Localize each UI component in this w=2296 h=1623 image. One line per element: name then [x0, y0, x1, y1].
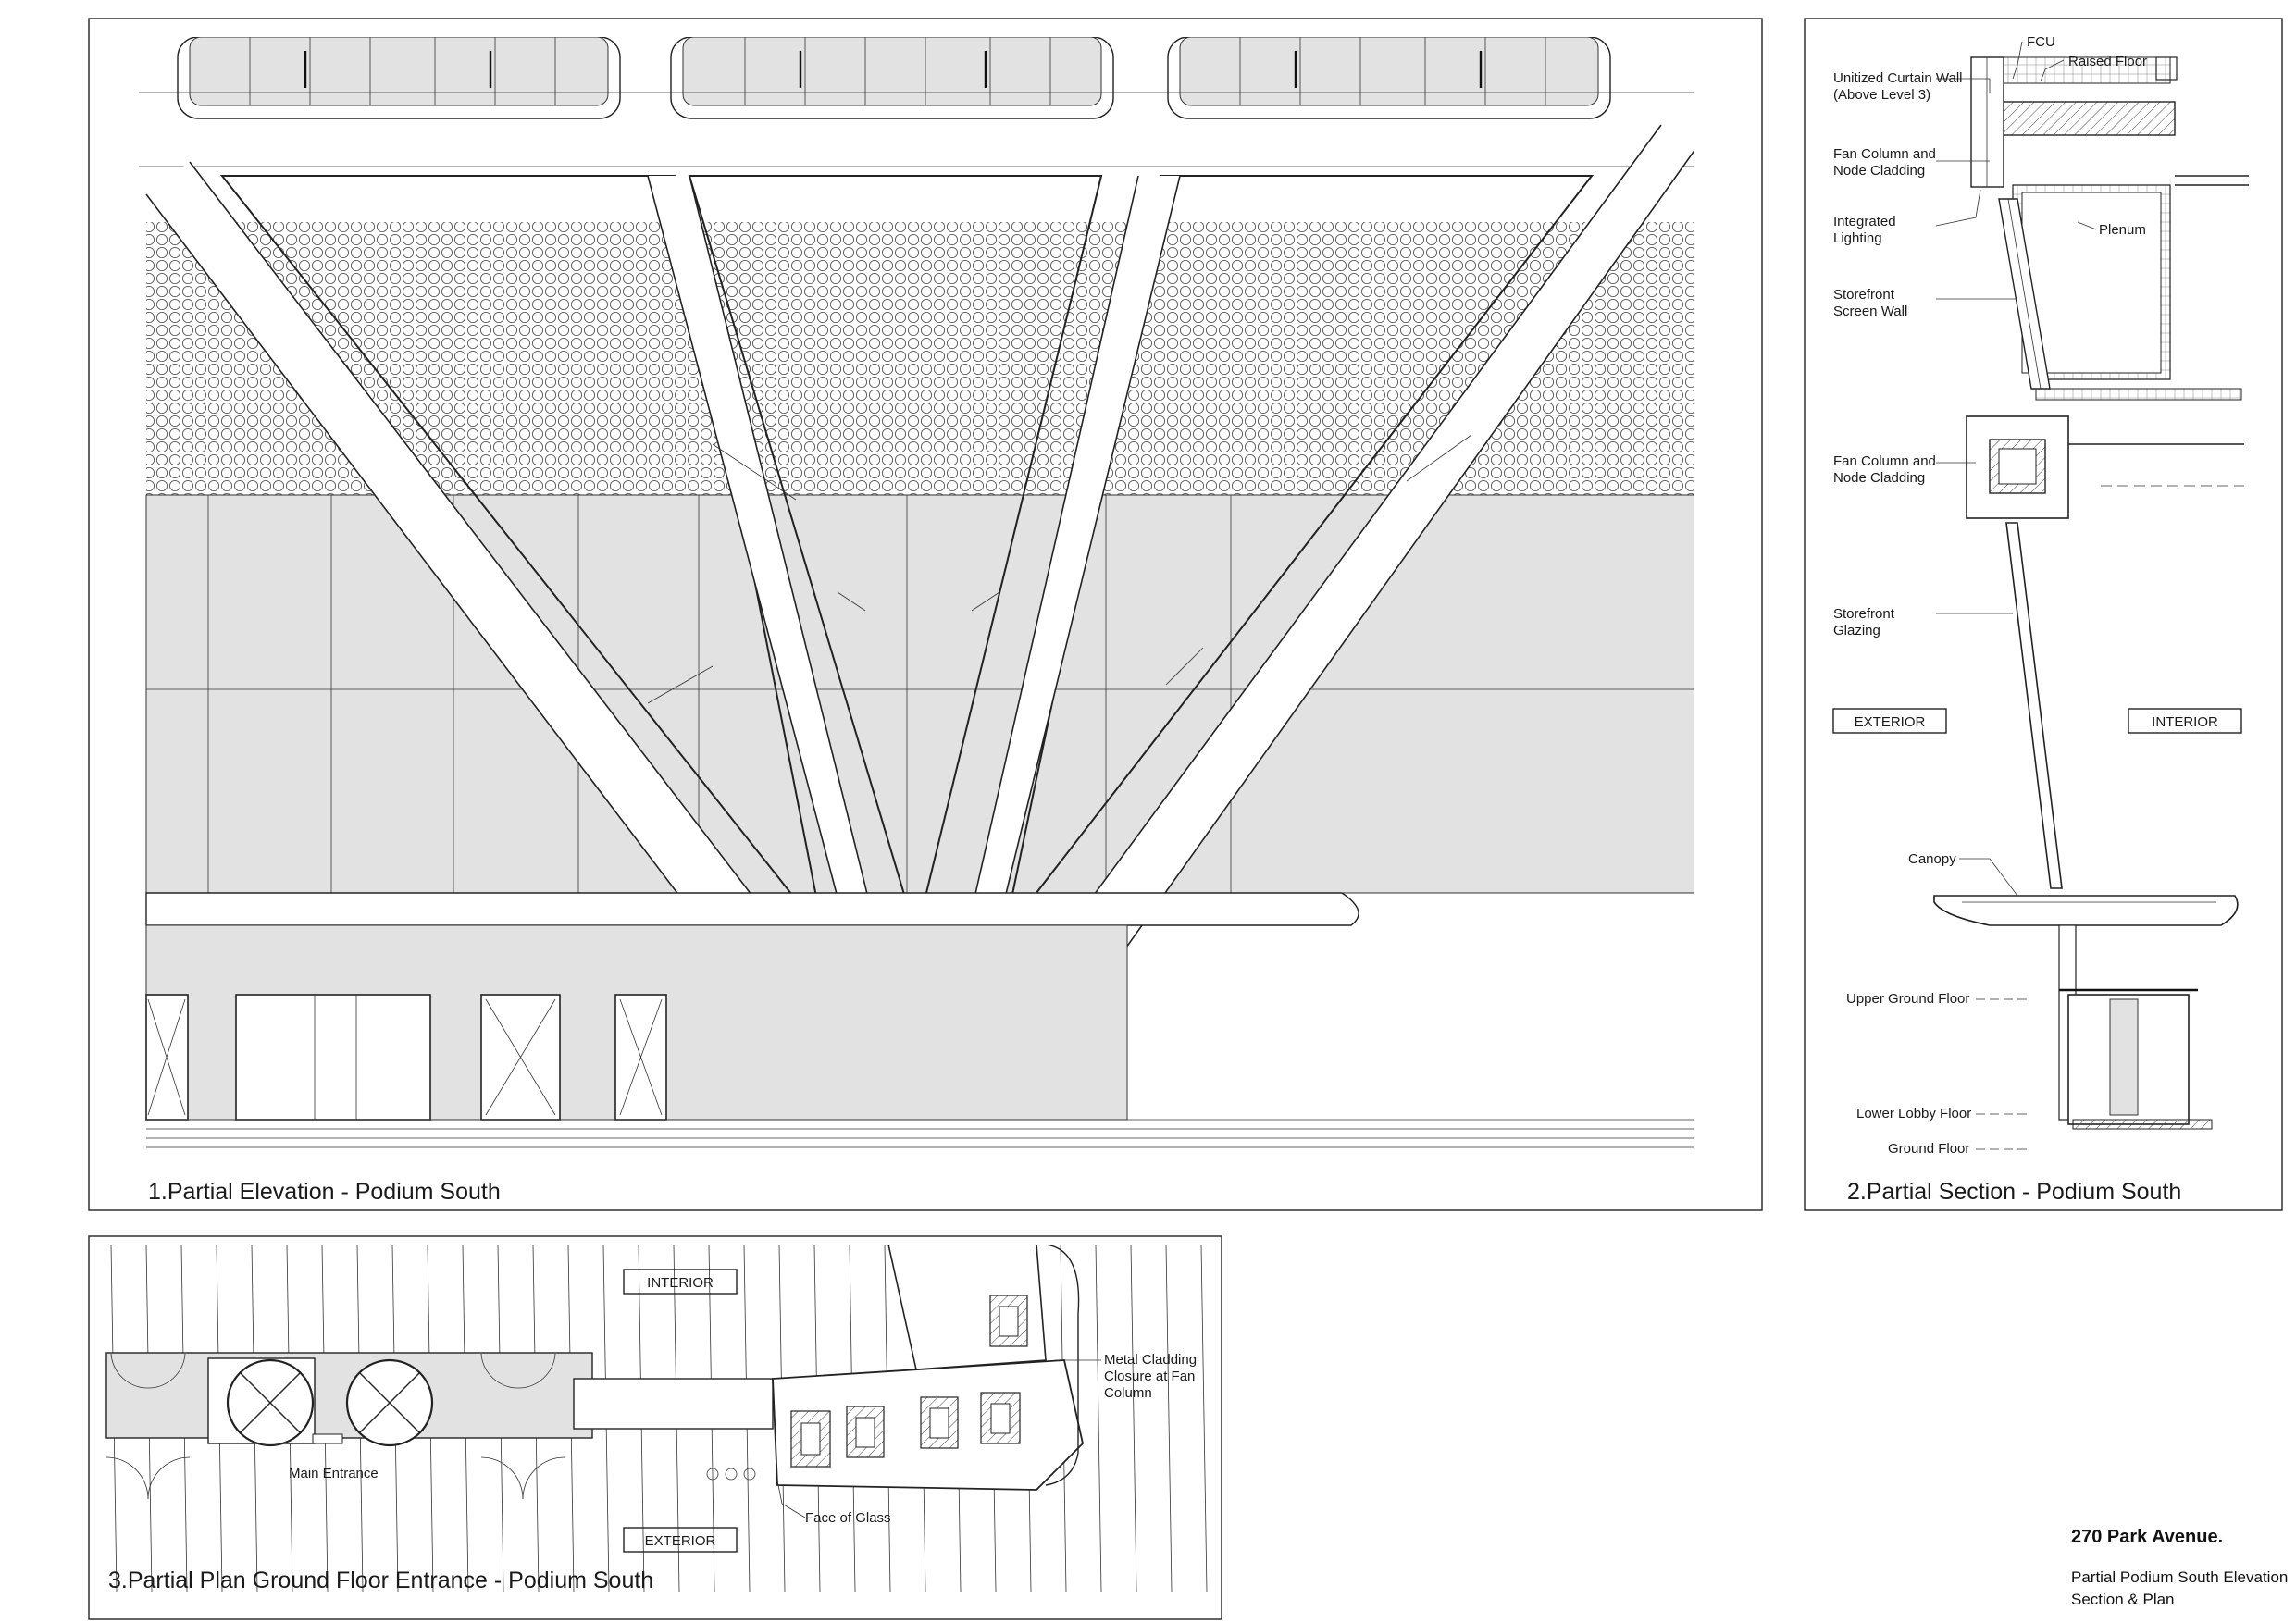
- label-fan-column-upper-line1: Fan Column and: [1833, 146, 1936, 162]
- elevation-panel: 1.Partial Elevation - Podium South: [88, 18, 1763, 1211]
- project-name: 270 Park Avenue.: [2071, 1527, 2223, 1547]
- label-fan-column-lower-line1: Fan Column and: [1833, 453, 1936, 469]
- elevation-title: 1.Partial Elevation - Podium South: [148, 1179, 501, 1205]
- section-frame: [1804, 18, 2283, 1211]
- label-storefront-glazing-line1: Storefront: [1833, 606, 1895, 622]
- label-storefront-glazing-line2: Glazing: [1833, 623, 1880, 638]
- section-title: 2.Partial Section - Podium South: [1847, 1179, 2181, 1205]
- label-upper-ground-floor: Upper Ground Floor: [1846, 991, 1969, 1007]
- elevation-frame: [88, 18, 1763, 1211]
- plan-title: 3.Partial Plan Ground Floor Entrance - P…: [108, 1567, 653, 1593]
- tag-exterior-text: EXTERIOR: [1855, 714, 1926, 730]
- label-integrated-line1: Integrated: [1833, 214, 1896, 229]
- plan-drawing: [105, 1245, 1208, 1592]
- label-fcu: FCU: [2027, 34, 2055, 50]
- label-fan-column-lower-line2: Node Cladding: [1833, 470, 1925, 486]
- label-plenum: Plenum: [2099, 222, 2146, 238]
- sheet-subtitle-line2: Section & Plan: [2071, 1591, 2175, 1608]
- curtain-wall-units: [139, 37, 1694, 167]
- title-block: 270 Park Avenue. Partial Podium South El…: [2071, 1527, 2288, 1608]
- section-panel: FCU Raised Floor Unitized Curtain Wall (…: [1804, 18, 2283, 1211]
- ground-steps: [146, 1119, 1694, 1148]
- label-metal-cladding-line2: Closure at Fan: [1104, 1369, 1195, 1384]
- label-storefront-screen-line2: Screen Wall: [1833, 304, 1907, 319]
- plan-panel: INTERIOR EXTERIOR Main Entrance Face of …: [88, 1235, 1222, 1620]
- label-raised-floor: Raised Floor: [2068, 54, 2147, 69]
- plan-tag-interior-text: INTERIOR: [647, 1275, 714, 1291]
- storefront-glazing: [145, 494, 1694, 894]
- fan-column-frame: [145, 124, 1694, 1111]
- label-main-entrance: Main Entrance: [289, 1466, 379, 1481]
- plan-tag-exterior-text: EXTERIOR: [645, 1533, 716, 1549]
- plan-tag-interior: [623, 1269, 738, 1295]
- label-ground-floor: Ground Floor: [1888, 1141, 1969, 1157]
- label-canopy: Canopy: [1908, 851, 1956, 867]
- plan-tag-exterior: [623, 1527, 738, 1553]
- label-integrated-line2: Lighting: [1833, 230, 1882, 246]
- entrance-doors: [145, 994, 667, 1121]
- label-curtain-wall-line1: Unitized Curtain Wall: [1833, 70, 1963, 86]
- tag-exterior: [1832, 708, 1947, 734]
- label-fan-column-upper-line2: Node Cladding: [1833, 163, 1925, 179]
- tag-interior: [2128, 708, 2242, 734]
- elevation-drawing: [139, 37, 1694, 1148]
- sheet-subtitle-line1: Partial Podium South Elevation: [2071, 1568, 2288, 1586]
- plan-frame: [88, 1235, 1222, 1620]
- label-lower-lobby-floor: Lower Lobby Floor: [1856, 1106, 1971, 1121]
- label-face-of-glass: Face of Glass: [805, 1510, 891, 1526]
- label-storefront-screen-line1: Storefront: [1833, 287, 1895, 303]
- canopy-elevation: [145, 892, 1359, 926]
- tag-interior-text: INTERIOR: [2152, 714, 2218, 730]
- label-metal-cladding-line3: Column: [1104, 1385, 1152, 1401]
- label-metal-cladding-line1: Metal Cladding: [1104, 1352, 1197, 1368]
- label-curtain-wall-line2: (Above Level 3): [1833, 87, 1930, 103]
